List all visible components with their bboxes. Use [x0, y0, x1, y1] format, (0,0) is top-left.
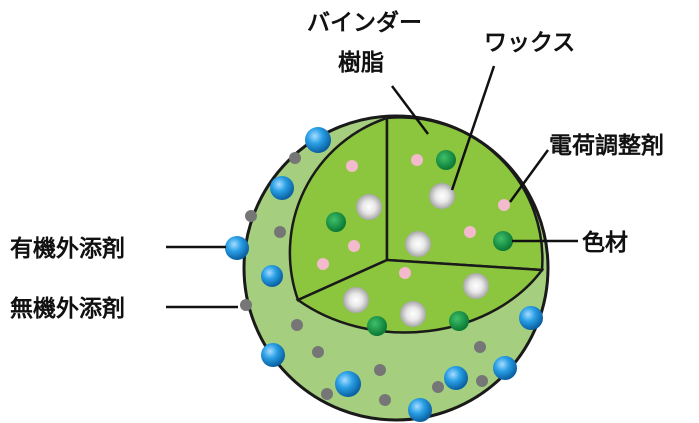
- charge-control-particle: [346, 160, 358, 172]
- organic-additive-particle: [305, 127, 331, 153]
- colorant-label: 色材: [582, 229, 628, 256]
- charge-control-particle: [498, 199, 510, 211]
- colorant-particle: [493, 231, 513, 251]
- wax-particle: [405, 231, 431, 257]
- colorant-particle: [367, 316, 387, 336]
- wax-particle: [343, 287, 369, 313]
- wax-particle: [400, 301, 426, 327]
- colorant-particle: [436, 150, 456, 170]
- inorganic-additive-particle: [274, 226, 286, 238]
- organic-additive-particle: [444, 366, 468, 390]
- charge-control-particle: [464, 226, 476, 238]
- inorganic-external-additive-label: 無機外添剤: [10, 295, 125, 322]
- charge-control-particle: [317, 258, 329, 270]
- inorganic-additive-particle: [321, 388, 333, 400]
- organic-additive-particle: [519, 306, 543, 330]
- inorganic-additive-particle: [379, 394, 391, 406]
- inorganic-additive-particle: [240, 299, 252, 311]
- organic-external-additive-label: 有機外添剤: [10, 235, 125, 262]
- binder-resin-label-line1: バインダー: [307, 9, 422, 36]
- inorganic-additive-particle: [312, 346, 324, 358]
- inorganic-additive-particle: [291, 319, 303, 331]
- charge-control-particle: [411, 154, 423, 166]
- organic-additive-particle: [261, 343, 285, 367]
- organic-additive-particle: [270, 176, 294, 200]
- organic-additive-particle: [408, 398, 432, 422]
- wax-particle: [463, 273, 489, 299]
- organic-additive-particle: [261, 265, 283, 287]
- organic-additive-particle: [335, 371, 361, 397]
- inorganic-additive-particle: [474, 341, 486, 353]
- charge-control-particle: [348, 240, 360, 252]
- charge-control-agent-label: 電荷調整剤: [549, 132, 664, 159]
- wax-particle: [356, 194, 382, 220]
- charge-control-particle: [399, 267, 411, 279]
- colorant-particle: [449, 311, 469, 331]
- organic-additive-particle: [225, 236, 249, 260]
- binder-resin-label-line2: 樹脂: [338, 50, 384, 76]
- inorganic-additive-particle: [289, 152, 301, 164]
- wax-particle: [429, 183, 455, 209]
- organic-additive-particle: [493, 356, 517, 380]
- inorganic-additive-particle: [374, 364, 386, 376]
- inorganic-additive-particle: [476, 375, 488, 387]
- colorant-particle: [326, 212, 346, 232]
- wax-label: ワックス: [484, 30, 575, 56]
- inorganic-additive-particle: [432, 381, 444, 393]
- inorganic-additive-particle: [245, 210, 257, 222]
